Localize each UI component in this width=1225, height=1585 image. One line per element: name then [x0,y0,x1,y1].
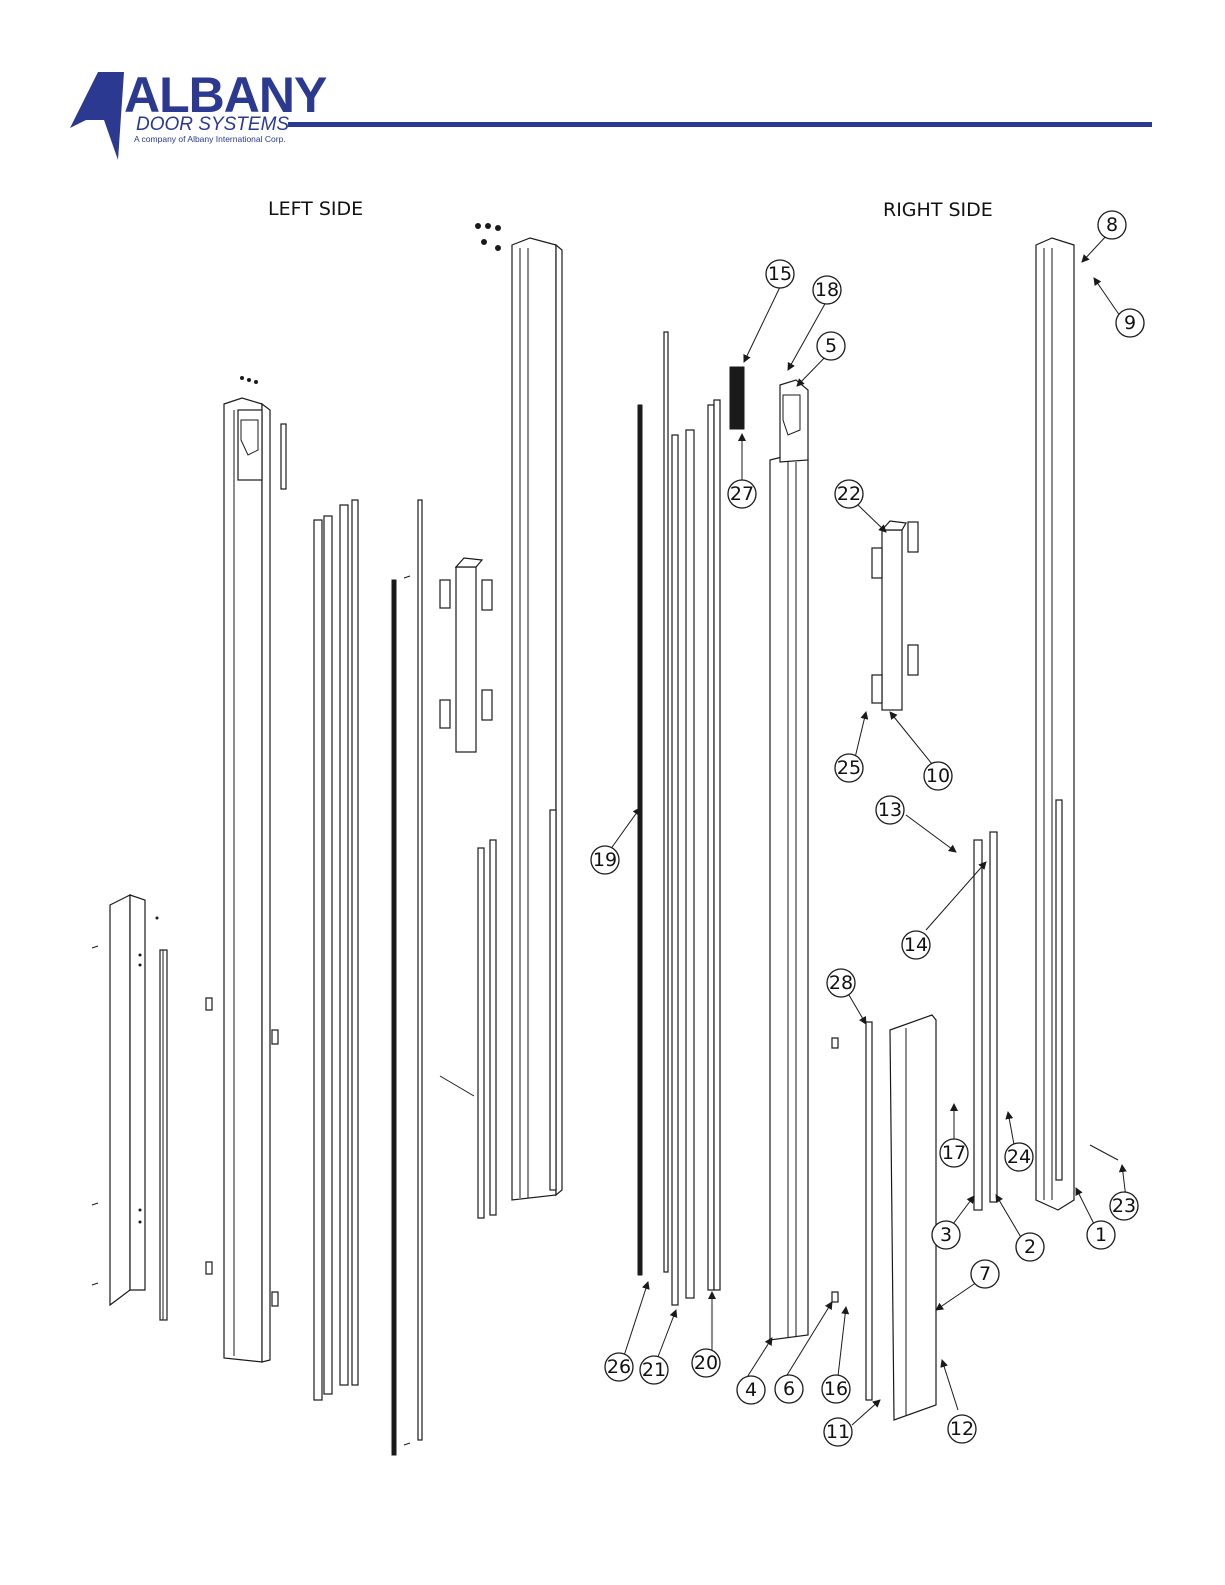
svg-text:14: 14 [904,934,928,956]
svg-text:17: 17 [942,1142,966,1164]
svg-text:9: 9 [1124,312,1136,334]
svg-text:25: 25 [837,757,861,779]
svg-text:12: 12 [950,1418,974,1440]
callout-13: 13 [876,796,904,824]
svg-text:28: 28 [829,972,853,994]
callout-6: 6 [775,1375,803,1403]
callout-17: 17 [940,1139,968,1167]
callout-2: 2 [1016,1233,1044,1261]
callout-12: 12 [948,1415,976,1443]
svg-text:1: 1 [1095,1224,1107,1246]
svg-text:2: 2 [1024,1236,1036,1258]
callout-20: 20 [692,1349,720,1377]
callout-9: 9 [1116,309,1144,337]
logo-tagline: A company of Albany International Corp. [134,134,286,144]
svg-text:24: 24 [1007,1146,1031,1168]
svg-text:3: 3 [940,1224,952,1246]
callout-21: 21 [640,1356,668,1384]
svg-text:7: 7 [979,1263,991,1285]
left-side-label: LEFT SIDE [268,198,363,220]
callout-27: 27 [728,480,756,508]
left-side-assembly [92,223,562,1455]
svg-text:8: 8 [1106,214,1118,236]
svg-text:10: 10 [926,765,950,787]
svg-text:4: 4 [745,1379,757,1401]
svg-text:21: 21 [642,1359,666,1381]
svg-text:26: 26 [607,1356,631,1378]
svg-text:18: 18 [815,279,839,301]
callout-11: 11 [824,1418,852,1446]
callout-5: 5 [817,332,845,360]
callout-19: 19 [591,846,619,874]
callout-14: 14 [902,931,930,959]
company-logo: ALBANY DOOR SYSTEMS A company of Albany … [70,67,1152,160]
svg-text:20: 20 [694,1352,718,1374]
svg-text:23: 23 [1112,1195,1136,1217]
callout-3: 3 [932,1221,960,1249]
callout-7: 7 [971,1260,999,1288]
svg-text:15: 15 [768,263,792,285]
callout-25: 25 [835,754,863,782]
right-side-assembly [638,238,1118,1420]
svg-text:5: 5 [825,335,837,357]
svg-text:27: 27 [730,483,754,505]
callout-8: 8 [1098,211,1126,239]
svg-text:13: 13 [878,799,902,821]
callout-15: 15 [766,260,794,288]
callout-1: 1 [1087,1221,1115,1249]
svg-text:11: 11 [826,1421,850,1443]
svg-text:6: 6 [783,1378,795,1400]
callout-26: 26 [605,1353,633,1381]
callout-18: 18 [813,276,841,304]
callout-16: 16 [822,1375,850,1403]
callout-23: 23 [1110,1192,1138,1220]
callout-10: 10 [924,762,952,790]
logo-rule [288,122,1152,127]
svg-text:19: 19 [593,849,617,871]
callout-22: 22 [835,480,863,508]
callout-4: 4 [737,1376,765,1404]
logo-subtitle: DOOR SYSTEMS [136,114,289,135]
right-side-label: RIGHT SIDE [883,199,993,221]
svg-text:22: 22 [837,483,861,505]
callout-28: 28 [827,969,855,997]
logo-a-mark [70,72,124,160]
callout-24: 24 [1005,1143,1033,1171]
svg-text:16: 16 [824,1378,848,1400]
